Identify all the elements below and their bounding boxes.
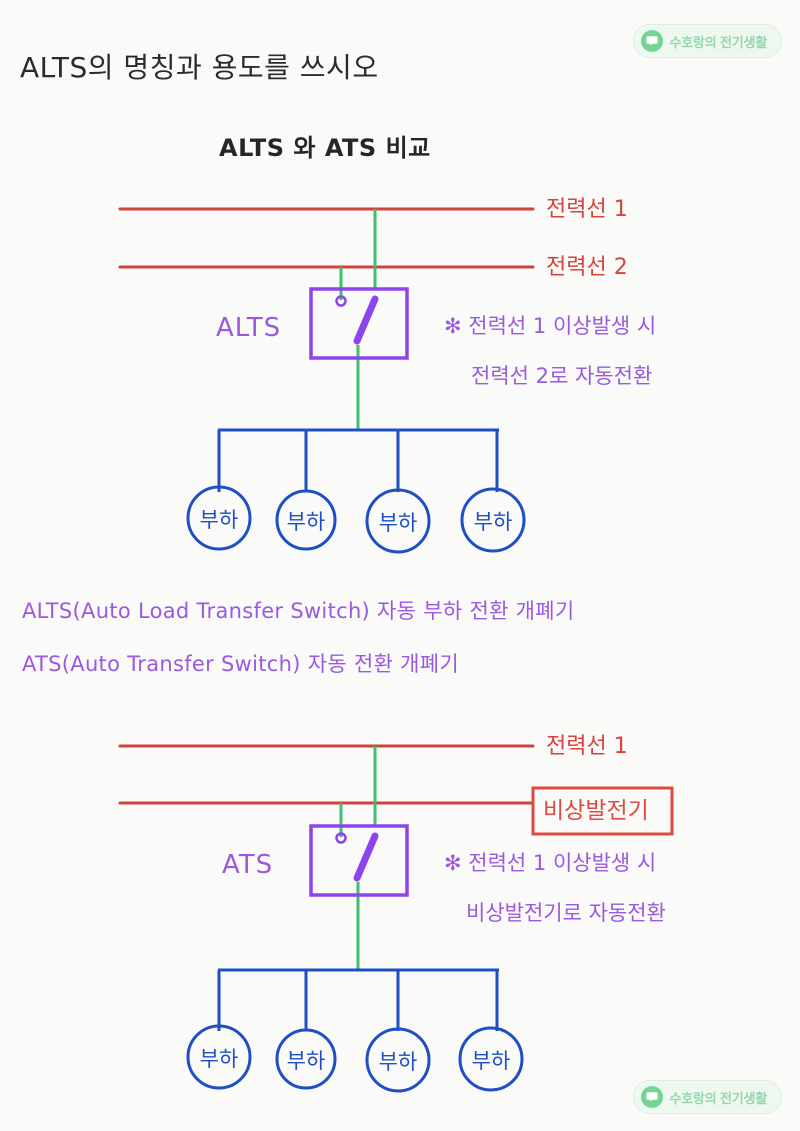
definition-alts: ALTS(Auto Load Transfer Switch) 자동 부하 전환… (22, 599, 575, 623)
page-subtitle: ALTS 와 ATS 비교 (219, 134, 431, 162)
alts-switch-label: ALTS (216, 313, 282, 343)
alts-switch-box (309, 287, 409, 360)
alts-load-circle-2 (275, 489, 337, 551)
ats-load-label-1: 부하 (199, 1047, 239, 1071)
ats-load-circle-2 (275, 1028, 337, 1090)
alts-load-circle-1 (186, 485, 252, 551)
alts-note-line-2: 전력선 2로 자동전환 (471, 364, 653, 388)
emergency-generator-box (531, 786, 674, 836)
ats-load-label-3: 부하 (378, 1050, 418, 1074)
ats-load-circle-3 (365, 1027, 431, 1093)
watermark-badge-top: 수호랑의 전기생활 (632, 24, 782, 58)
speech-bubble-icon (640, 30, 663, 52)
ats-switch-label: ATS (222, 850, 274, 880)
ats-load-label-2: 부하 (286, 1049, 326, 1073)
ats-switch-box (309, 824, 409, 897)
alts-power-line-1-label: 전력선 1 (546, 197, 628, 222)
alts-load-circle-4 (460, 487, 526, 553)
definition-ats: ATS(Auto Transfer Switch) 자동 전환 개폐기 (22, 652, 460, 676)
watermark-badge-bottom: 수호랑의 전기생활 (632, 1080, 782, 1114)
alts-load-label-4: 부하 (473, 510, 513, 534)
alts-load-circle-3 (365, 488, 431, 554)
ats-fixed-contact (335, 832, 347, 844)
page-title: ALTS의 명칭과 용도를 쓰시오 (20, 51, 379, 84)
emergency-generator-label: 비상발전기 (543, 798, 649, 824)
ats-note-line-1: ✻ 전력선 1 이상발생 시 (444, 851, 657, 875)
ats-switch-blade (353, 832, 379, 882)
ats-power-line-1-label: 전력선 1 (546, 734, 628, 759)
alts-switch-blade (353, 295, 379, 345)
ats-load-circle-4 (458, 1026, 524, 1092)
ats-note-line-2: 비상발전기로 자동전환 (466, 901, 666, 925)
alts-load-label-1: 부하 (199, 508, 239, 532)
alts-power-line-2-label: 전력선 2 (546, 255, 628, 280)
watermark-label: 수호랑의 전기생활 (669, 1090, 768, 1106)
ats-load-circle-1 (186, 1024, 252, 1090)
ats-load-label-4: 부하 (471, 1049, 511, 1073)
watermark-label: 수호랑의 전기생활 (669, 34, 768, 50)
alts-fixed-contact (335, 295, 347, 307)
alts-load-label-2: 부하 (286, 510, 326, 534)
speech-bubble-icon (640, 1086, 663, 1108)
alts-load-label-3: 부하 (378, 511, 418, 535)
alts-note-line-1: ✻ 전력선 1 이상발생 시 (444, 314, 657, 338)
